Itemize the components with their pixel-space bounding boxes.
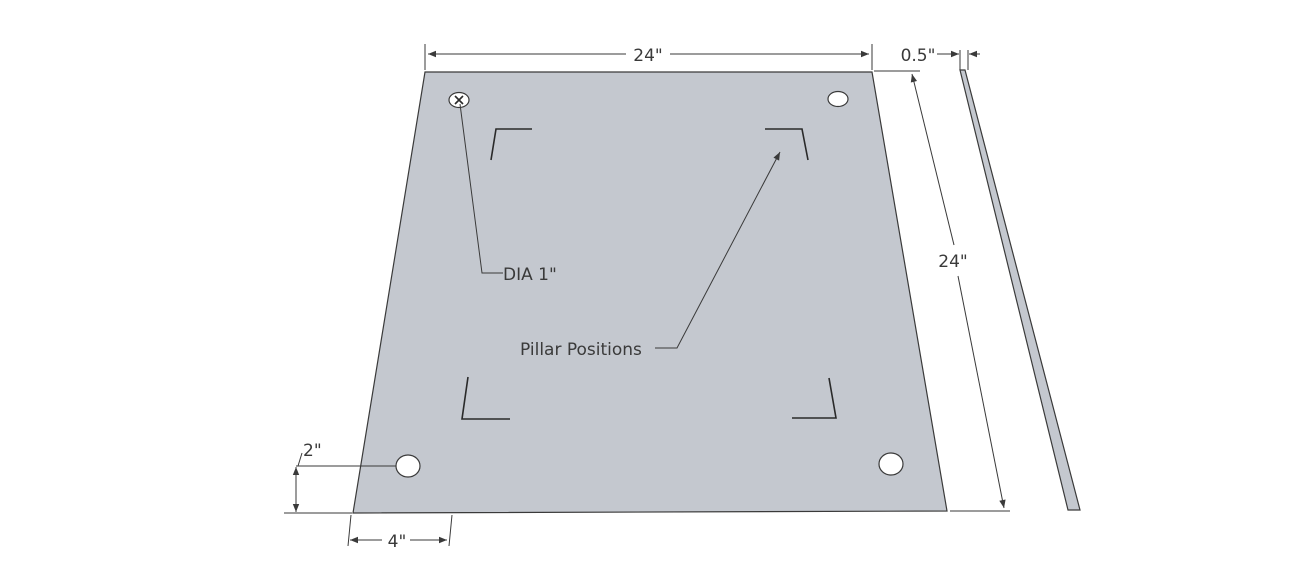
depth-dim-upper (910, 73, 955, 246)
offset-h-ext-right (448, 514, 453, 547)
offset-h-label: 4" (388, 532, 407, 552)
hole-bottom-left (395, 454, 421, 478)
plate-top-face (352, 71, 948, 514)
offset-v-label: 2" (303, 441, 322, 461)
dia-leader (459, 103, 503, 274)
depth-dim-lower (957, 275, 1006, 509)
hole-center-mark (454, 95, 464, 105)
offset-h-ext-left (347, 514, 352, 547)
thickness-label: 0.5" (901, 46, 936, 66)
offset-v-leader (297, 452, 303, 467)
pillar-mark-top-left (490, 128, 532, 161)
hole-bottom-right (878, 452, 904, 476)
pillar-label: Pillar Positions (520, 340, 642, 360)
pillar-leader (655, 151, 781, 349)
width-label: 24" (633, 46, 662, 66)
pillar-mark-top-right (765, 128, 809, 161)
hole-top-right (827, 90, 849, 108)
dia-label: DIA 1" (503, 265, 557, 285)
pillar-mark-bottom-left (461, 376, 510, 420)
pillar-mark-bottom-right (792, 377, 837, 419)
plate-side-strip (959, 69, 1081, 511)
depth-label: 24" (938, 252, 967, 272)
